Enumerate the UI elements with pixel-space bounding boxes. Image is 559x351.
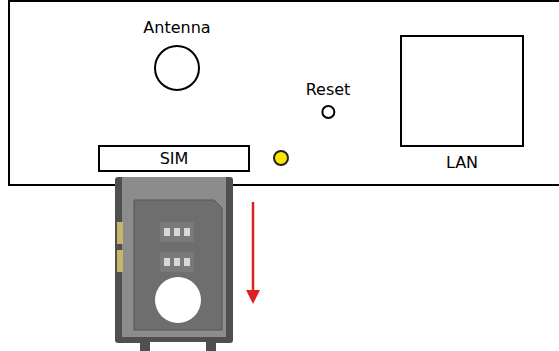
sim-tray	[115, 177, 233, 351]
port-circle	[155, 46, 199, 90]
part-label: LAN	[400, 153, 524, 173]
lan-port: LAN	[400, 35, 524, 175]
status-led	[274, 151, 288, 165]
reset-button: Reset	[300, 80, 357, 120]
insert-arrow	[246, 202, 260, 304]
device-panel	[9, 1, 559, 185]
lan-socket	[401, 36, 523, 146]
antenna-port: Antenna	[130, 18, 224, 92]
sim-slot: SIM	[98, 145, 250, 172]
part-label: SIM	[100, 148, 248, 169]
part-label: Reset	[300, 80, 357, 100]
port-circle	[322, 106, 334, 118]
part-label: Antenna	[130, 18, 224, 38]
